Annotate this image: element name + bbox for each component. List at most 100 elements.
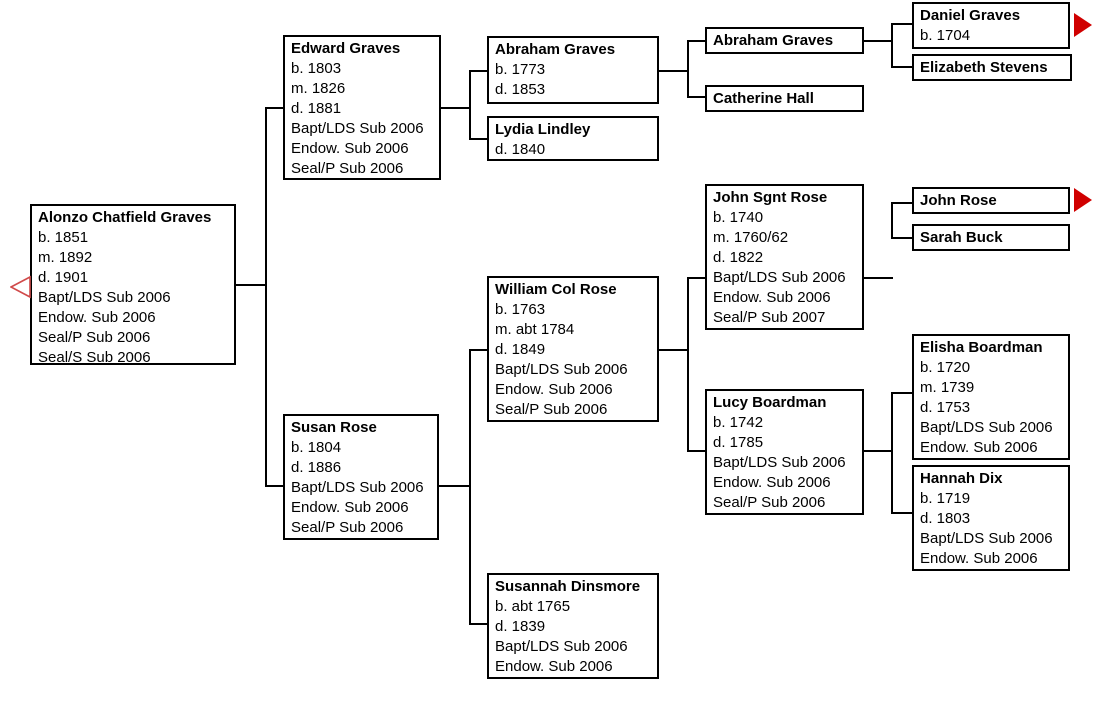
connector-mother-stem	[437, 485, 471, 487]
connector-mfgp-father	[891, 202, 913, 204]
person-fact: Bapt/LDS Sub 2006	[291, 120, 424, 137]
person-box-mother[interactable]: Susan Rose b. 1804 d. 1886 Bapt/LDS Sub …	[283, 414, 439, 540]
person-fact: Bapt/LDS Sub 2006	[920, 530, 1053, 547]
person-fact: Endow. Sub 2006	[920, 550, 1038, 567]
person-box-mf-father[interactable]: John Sgnt Rose b. 1740 m. 1760/62 d. 182…	[705, 184, 864, 330]
connector-gen1-father	[265, 107, 287, 109]
connector-ffgp-father	[891, 23, 913, 25]
connector-mmgp-father	[891, 392, 913, 394]
person-box-ff-father[interactable]: Abraham Graves	[705, 27, 864, 54]
person-fact: Bapt/LDS Sub 2006	[38, 289, 171, 306]
connector-gen1-trunk	[265, 107, 267, 487]
person-name: Edward Graves	[291, 40, 401, 57]
person-fact: Seal/P Sub 2006	[38, 329, 151, 346]
person-fact: d. 1822	[713, 249, 764, 266]
person-box-mff-father[interactable]: John Rose	[912, 187, 1070, 214]
forward-arrow-icon-top[interactable]	[1074, 13, 1092, 37]
person-fact: Endow. Sub 2006	[495, 658, 613, 675]
connector-mfather-stem	[659, 349, 689, 351]
person-fact: d. 1785	[713, 434, 764, 451]
person-box-father[interactable]: Edward Graves b. 1803 m. 1826 d. 1881 Ba…	[283, 35, 441, 180]
person-fact: b. 1720	[920, 359, 971, 376]
connector-fff-father	[687, 40, 707, 42]
person-box-root[interactable]: Alonzo Chatfield Graves b. 1851 m. 1892 …	[30, 204, 236, 366]
person-box-fff-mother[interactable]: Elizabeth Stevens	[912, 54, 1072, 81]
person-fact: Seal/P Sub 2006	[291, 160, 404, 177]
person-fact: Bapt/LDS Sub 2006	[495, 638, 628, 655]
connector-mfam-trunk	[469, 349, 471, 625]
connector-mfgp-mother	[891, 237, 913, 239]
person-box-ff-mother[interactable]: Catherine Hall	[705, 85, 864, 112]
connector-mmgp-stem	[864, 450, 893, 452]
connector-ffather-stem	[659, 70, 689, 72]
person-fact: Endow. Sub 2006	[920, 439, 1038, 456]
person-box-mff-mother[interactable]: Sarah Buck	[912, 224, 1070, 251]
person-box-mfm-mother[interactable]: Hannah Dix b. 1719 d. 1803 Bapt/LDS Sub …	[912, 465, 1070, 571]
person-name: John Sgnt Rose	[713, 189, 828, 206]
connector-father-stem	[439, 107, 471, 109]
person-name: Lydia Lindley	[495, 121, 591, 138]
connector-mfgp-trunk	[891, 202, 893, 239]
person-fact: Endow. Sub 2006	[713, 474, 831, 491]
left-triangle-outline	[10, 275, 31, 299]
person-name: Catherine Hall	[713, 90, 814, 107]
person-box-mfm-father[interactable]: Elisha Boardman b. 1720 m. 1739 d. 1753 …	[912, 334, 1070, 460]
person-fact: Bapt/LDS Sub 2006	[920, 419, 1053, 436]
person-box-fff-father[interactable]: Daniel Graves b. 1704	[912, 2, 1070, 49]
person-fact: d. 1853	[495, 81, 546, 98]
person-fact: d. 1849	[495, 341, 546, 358]
person-fact: m. abt 1784	[495, 321, 575, 338]
person-fact: Seal/P Sub 2006	[713, 494, 826, 511]
connector-ffgp-stem	[864, 40, 893, 42]
person-name: Abraham Graves	[495, 41, 616, 58]
connector-mf-father	[469, 349, 491, 351]
person-name: Susan Rose	[291, 419, 377, 436]
person-name: William Col Rose	[495, 281, 617, 298]
connector-fffam-trunk	[687, 40, 689, 98]
connector-ffgp-mother	[891, 66, 913, 68]
person-name: Elizabeth Stevens	[920, 59, 1048, 76]
connector-mmgp-mother	[891, 512, 913, 514]
connector-ff-mother	[469, 138, 491, 140]
connector-ffgp-trunk	[891, 23, 893, 68]
person-fact: b. 1804	[291, 439, 342, 456]
person-fact: Bapt/LDS Sub 2006	[495, 361, 628, 378]
connector-gen1-mother	[265, 485, 287, 487]
person-name: John Rose	[920, 192, 997, 209]
connector-mmgp-trunk	[891, 392, 893, 514]
person-fact: Seal/P Sub 2007	[713, 309, 826, 326]
person-fact: d. 1886	[291, 459, 342, 476]
person-fact: d. 1839	[495, 618, 546, 635]
person-fact: m. 1739	[920, 379, 975, 396]
connector-mfgp-stem	[864, 277, 893, 279]
person-box-father-mother[interactable]: Lydia Lindley d. 1840	[487, 116, 659, 161]
person-fact: d. 1901	[38, 269, 89, 286]
person-box-mother-mother[interactable]: Susannah Dinsmore b. abt 1765 d. 1839 Ba…	[487, 573, 659, 679]
person-fact: Endow. Sub 2006	[38, 309, 156, 326]
connector-mff-mother	[687, 450, 707, 452]
person-fact: d. 1840	[495, 141, 546, 158]
forward-arrow-icon-middle[interactable]	[1074, 188, 1092, 212]
person-fact: Bapt/LDS Sub 2006	[291, 479, 424, 496]
person-fact: b. abt 1765	[495, 598, 571, 615]
person-name: Abraham Graves	[713, 32, 834, 49]
person-name: Daniel Graves	[920, 7, 1021, 24]
person-box-mother-father[interactable]: William Col Rose b. 1763 m. abt 1784 d. …	[487, 276, 659, 422]
connector-fff-mother	[687, 96, 707, 98]
person-fact: m. 1892	[38, 249, 93, 266]
person-fact: m. 1760/62	[713, 229, 789, 246]
person-fact: b. 1742	[713, 414, 764, 431]
person-fact: Bapt/LDS Sub 2006	[713, 269, 846, 286]
person-fact: m. 1826	[291, 80, 346, 97]
person-name: Sarah Buck	[920, 229, 1003, 246]
person-fact: b. 1851	[38, 229, 89, 246]
person-fact: Bapt/LDS Sub 2006	[713, 454, 846, 471]
person-box-father-father[interactable]: Abraham Graves b. 1773 d. 1853	[487, 36, 659, 104]
person-fact: b. 1719	[920, 490, 971, 507]
person-box-mf-mother[interactable]: Lucy Boardman b. 1742 d. 1785 Bapt/LDS S…	[705, 389, 864, 515]
person-fact: Seal/P Sub 2006	[291, 519, 404, 536]
person-fact: Seal/P Sub 2006	[495, 401, 608, 418]
person-name: Alonzo Chatfield Graves	[38, 209, 212, 226]
person-fact: d. 1803	[920, 510, 971, 527]
